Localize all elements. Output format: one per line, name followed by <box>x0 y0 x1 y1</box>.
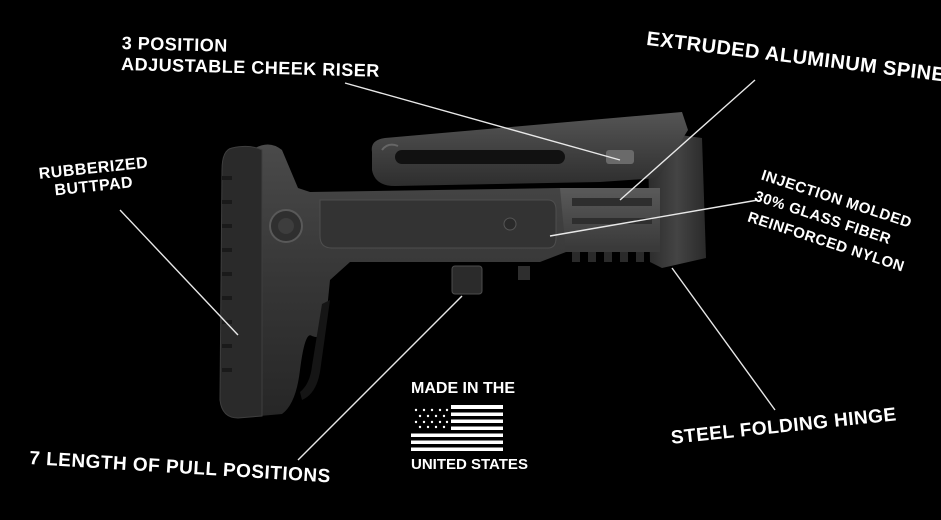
rubber-buttpad <box>219 145 263 419</box>
callout-line-spine <box>619 79 756 201</box>
badge-top-text: Made In The <box>411 380 515 397</box>
callout-lines <box>119 79 776 461</box>
buttpad-ridges <box>222 176 232 372</box>
cheek-riser <box>371 112 688 186</box>
callout-line-lop <box>297 295 463 461</box>
badge-bottom-text: United States <box>411 456 528 473</box>
lop-latch <box>451 265 483 295</box>
usa-flag-icon <box>411 405 503 451</box>
rail-teeth <box>572 250 644 262</box>
callout-line-buttpad <box>119 209 239 336</box>
callout-line-nylon <box>549 199 759 237</box>
callout-line-cheek-riser <box>344 82 621 161</box>
buttstock-illustration <box>219 112 706 419</box>
callout-line-hinge <box>671 267 776 411</box>
riser-button <box>606 150 634 164</box>
label-cheek-riser: 3 Position Adjustable Cheek Riser <box>121 33 381 81</box>
